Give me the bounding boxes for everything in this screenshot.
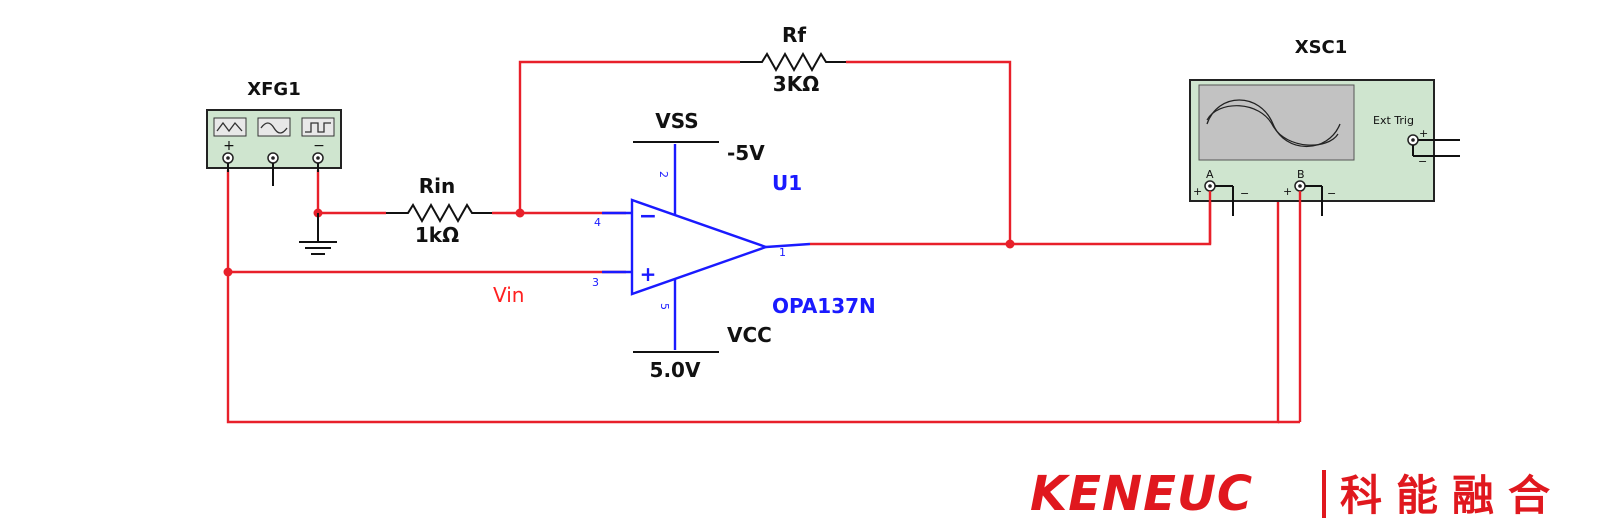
pin-number: 1 [779,246,786,259]
channel-a-label: A [1206,168,1214,181]
scope-trace-a [1206,99,1341,147]
brand-latin: KENEUC [1030,466,1253,522]
ext-trig-label: Ext Trig [1373,114,1414,127]
pin-number: 3 [592,276,599,289]
junction-dot [515,208,525,218]
opamp-inverting-sign: − [639,204,657,229]
brand-divider [1322,470,1326,518]
supply-vcc[interactable]: VCC 5.0V [633,323,772,382]
rin-zigzag [386,202,492,224]
wire-vin-to-scope-b [226,170,1280,424]
triangle-wave-icon[interactable] [213,117,247,137]
vcc-name: VCC [727,323,772,347]
ext-trig-minus: − [1418,155,1427,168]
vss-name: VSS [655,109,698,133]
scope-trace-b [1206,105,1339,146]
rf-value: 3KΩ [773,72,819,96]
junction-dot [1005,239,1015,249]
function-generator[interactable]: XFG1 + − [206,79,342,186]
pin-number: 5 [658,303,671,310]
channel-b-label: B [1297,168,1305,181]
junctions [223,208,1015,277]
resistor-rf[interactable]: Rf 3KΩ [740,23,846,96]
rf-zigzag [740,51,846,73]
xfg1-label: XFG1 [247,79,300,100]
brand-logo: KENEUC 科能融合 [1030,466,1564,522]
wire-feedback-right [846,60,1012,244]
resistor-rin[interactable]: Rin 1kΩ [386,174,492,247]
net-label-vin: Vin [493,283,524,307]
ext-trig-plus: + [1419,127,1428,140]
channel-a-minus: − [1240,187,1249,200]
brand-chinese: 科能融合 [1340,471,1564,520]
xfg1-plus-sign: + [223,138,235,154]
opamp-noninverting-sign: + [640,262,657,286]
pin-number: 4 [594,216,601,229]
supply-vss[interactable]: VSS -5V [633,109,765,165]
oscilloscope[interactable]: XSC1 Ext Trig + − A + − B + − [1189,37,1460,216]
xfg1-minus-sign: − [313,138,325,154]
xsc1-label: XSC1 [1295,37,1348,58]
rin-name: Rin [419,174,456,198]
opamp-u1[interactable]: − + 4 3 1 2 5 U1 OPA137N [592,144,876,350]
channel-b-minus: − [1327,187,1336,200]
xsc1-screen [1198,84,1355,161]
rin-value: 1kΩ [415,223,459,247]
rf-name: Rf [782,23,806,47]
junction-dot [223,267,233,277]
channel-a-plus: + [1193,185,1202,198]
opamp-model-label: OPA137N [772,294,876,318]
ground-symbol[interactable] [299,213,337,255]
vcc-value: 5.0V [650,358,701,382]
opamp-ref-label: U1 [772,171,802,195]
vss-value: -5V [727,141,765,165]
channel-b-plus: + [1283,185,1292,198]
wire-feedback-left [518,60,740,213]
opamp-triangle [630,198,770,296]
wire-gnd-to-rin [316,170,386,215]
pin-number: 2 [657,171,670,178]
